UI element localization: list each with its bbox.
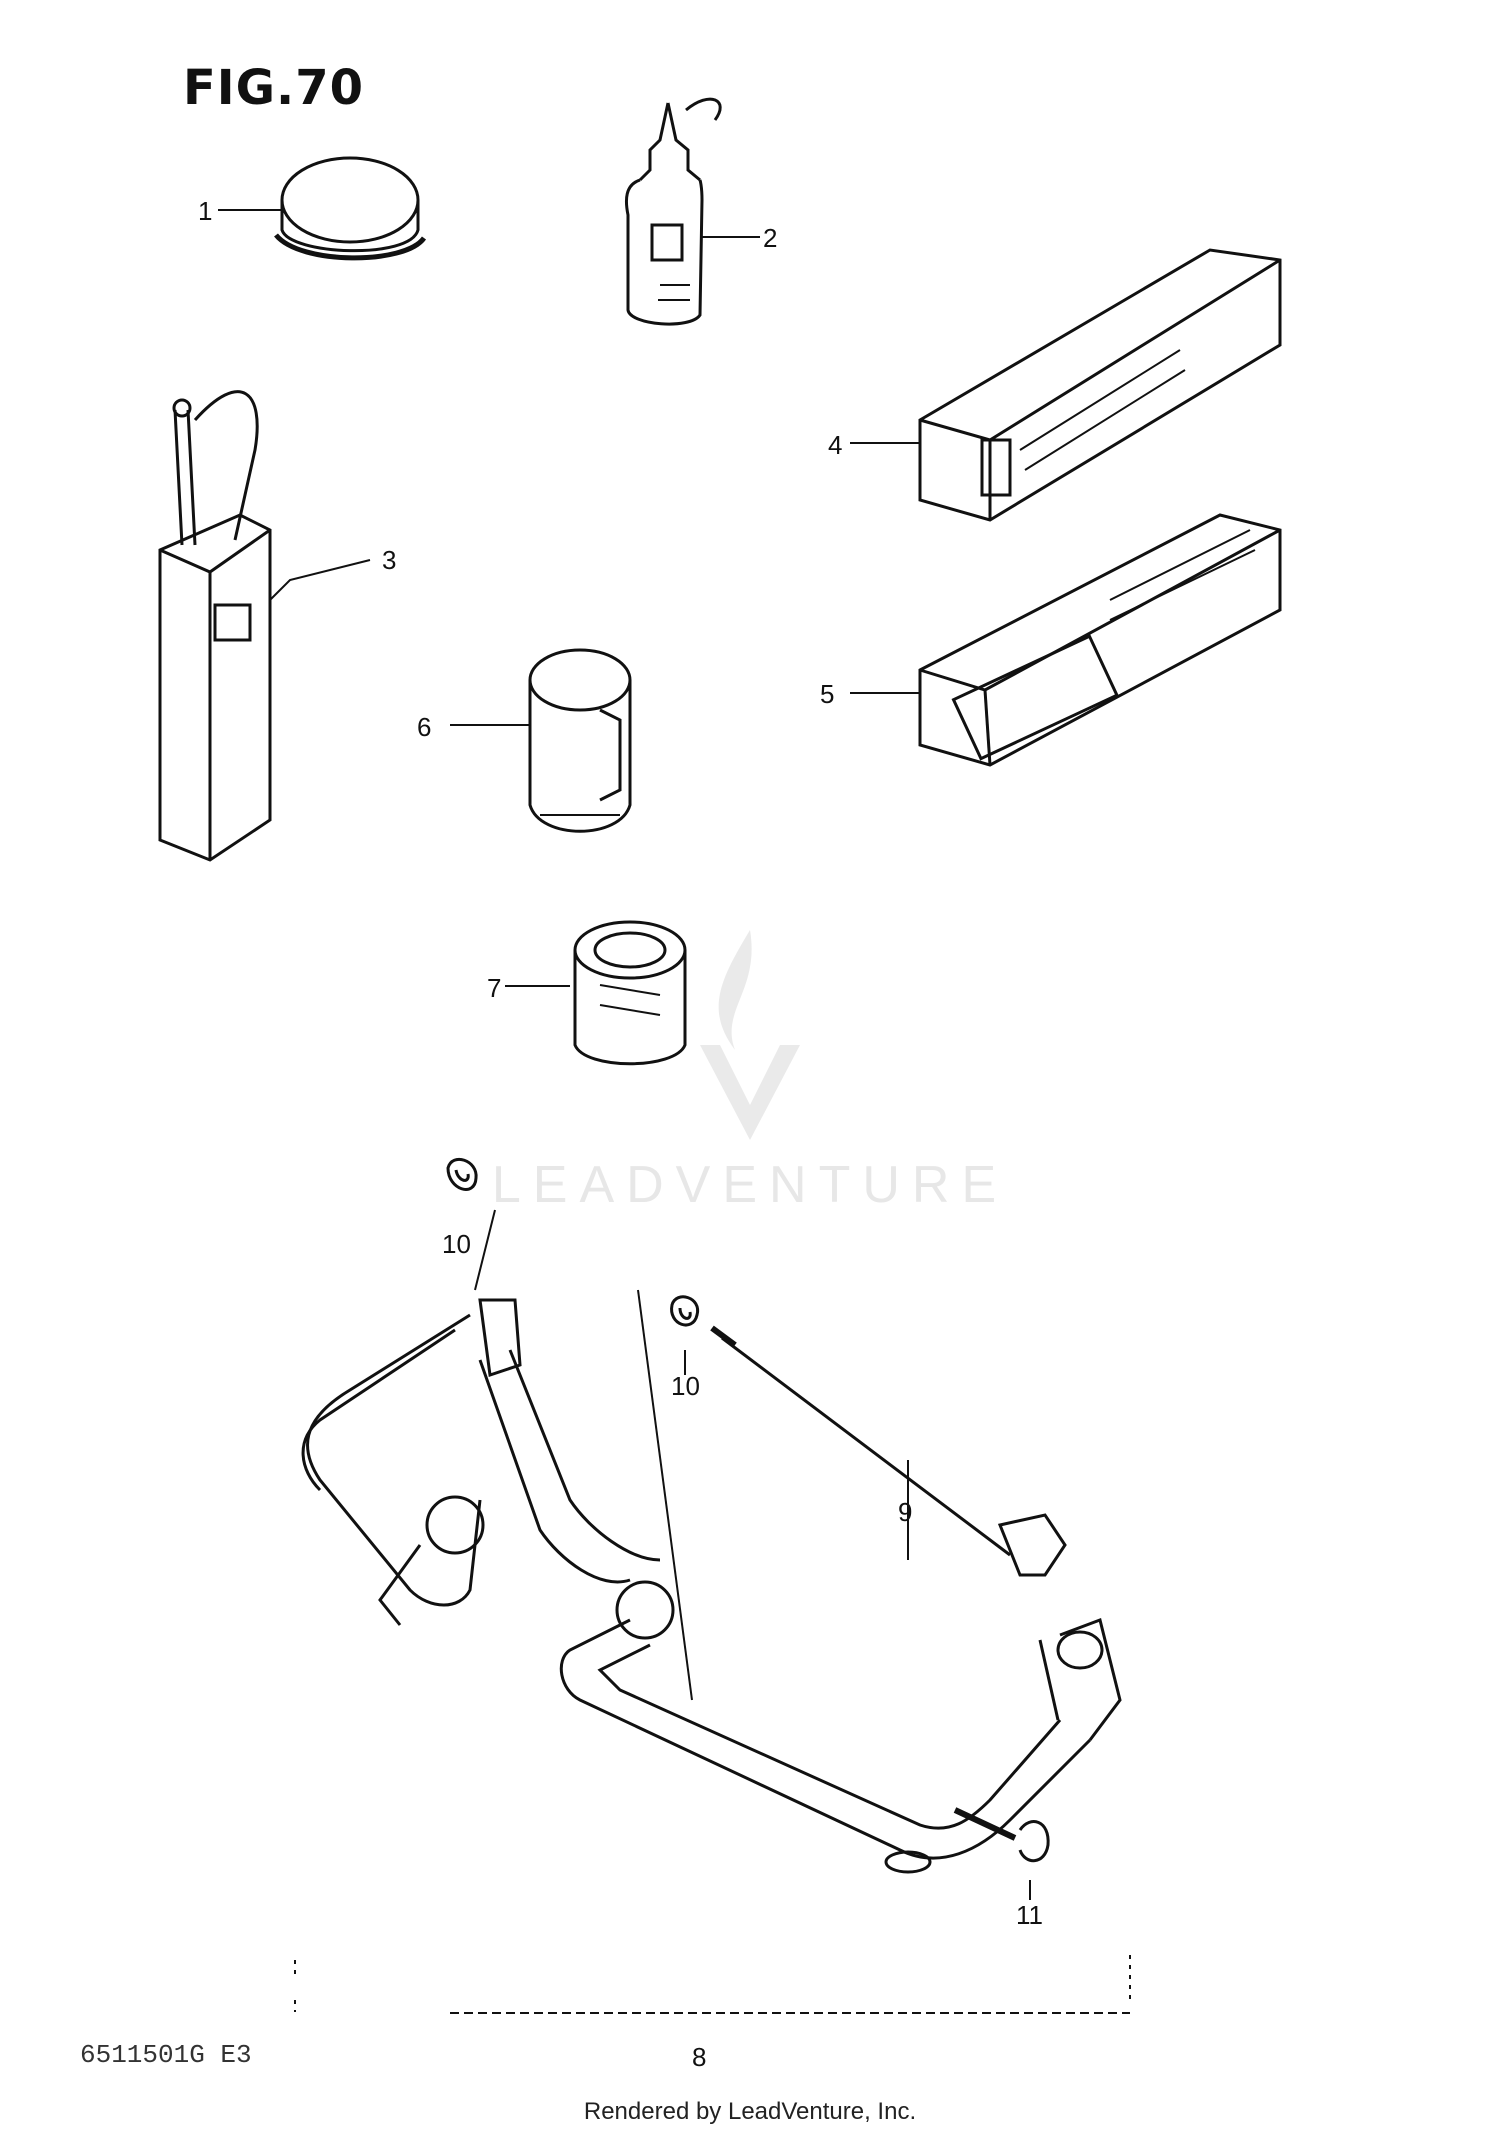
- callout-6: 6: [417, 712, 432, 742]
- footer-credit: Rendered by LeadVenture, Inc.: [583, 2098, 917, 2125]
- callout-10b: 10: [671, 1371, 700, 1401]
- engine-guard-part: [301, 1157, 1122, 1874]
- callout-4: 4: [828, 430, 843, 460]
- suzuki-bond-box-part: [918, 248, 1282, 522]
- oil-bottle-part: [625, 97, 722, 326]
- leader-lines: [218, 209, 1131, 2014]
- grease-tin-part: [274, 156, 427, 261]
- callout-11: 11: [1016, 1900, 1043, 1930]
- moly-paste-box-part: [918, 513, 1282, 767]
- watermark-text: LEADVENTURE: [491, 1156, 1009, 1214]
- figure-title: FIG.70: [183, 60, 365, 116]
- callout-3: 3: [382, 545, 397, 575]
- callout-9: 9: [898, 1497, 913, 1527]
- small-can-part: [573, 920, 687, 1066]
- callout-7: 7: [487, 973, 502, 1003]
- callout-5: 5: [820, 679, 835, 709]
- watermark-logo: [700, 930, 800, 1140]
- oil-can-part: [158, 390, 272, 862]
- paint-can-part: [528, 648, 632, 833]
- diagram-code: 6511501G E3: [80, 2040, 252, 2070]
- callout-2: 2: [763, 223, 778, 253]
- callout-8: 8: [692, 2042, 707, 2072]
- callout-10a: 10: [442, 1229, 471, 1259]
- callout-1: 1: [198, 196, 213, 226]
